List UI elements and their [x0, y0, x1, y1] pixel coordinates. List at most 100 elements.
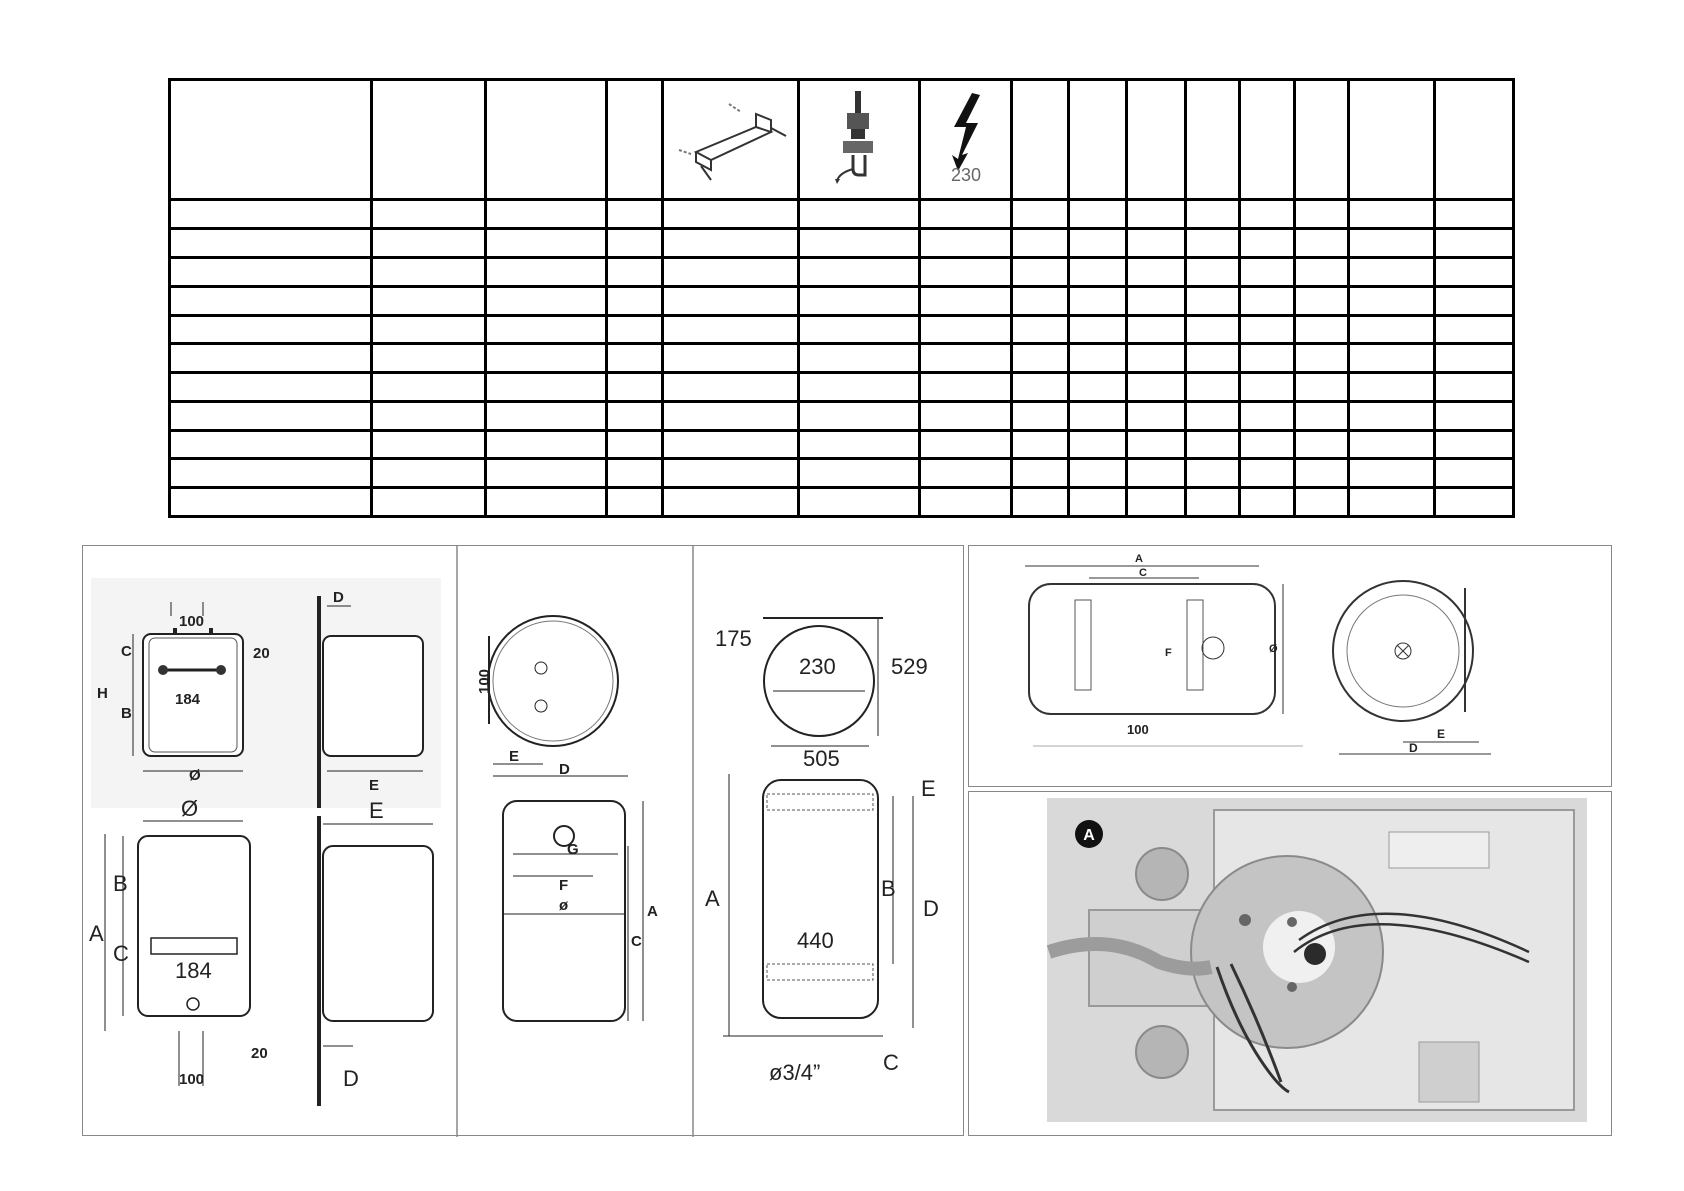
dim-label: H — [97, 685, 108, 702]
table-cell — [1347, 371, 1436, 403]
table-cell — [1067, 284, 1128, 317]
header-cell — [1238, 77, 1296, 202]
header-cell-power: 230 — [918, 77, 1013, 202]
dim-label: E — [369, 777, 379, 794]
table-cell — [1238, 284, 1296, 317]
table-cell — [168, 428, 373, 461]
spec-table: 230 — [168, 77, 1515, 518]
table-cell — [1238, 371, 1296, 403]
table-cell — [1010, 457, 1070, 490]
table-cell — [484, 255, 608, 288]
table-row — [168, 371, 1515, 403]
table-cell — [661, 371, 800, 403]
table-cell — [1433, 255, 1515, 288]
table-cell — [1010, 198, 1070, 231]
table-cell — [1184, 371, 1241, 403]
dim-label: Ø — [181, 796, 198, 821]
table-cell — [1347, 428, 1436, 461]
table-row — [168, 457, 1515, 490]
table-cell — [1238, 198, 1296, 231]
header-cell — [484, 77, 608, 202]
table-cell — [918, 284, 1013, 317]
table-cell — [1010, 428, 1070, 461]
table-cell — [1347, 399, 1436, 432]
dim-label: E — [1437, 727, 1445, 741]
table-cell — [370, 428, 487, 461]
dim-label: 100 — [179, 613, 204, 630]
table-cell — [605, 371, 664, 403]
table-cell — [1125, 342, 1187, 375]
wall-bracket-icon — [678, 103, 786, 181]
table-cell — [1184, 284, 1241, 317]
table-cell — [1293, 198, 1350, 231]
table-cell — [1010, 399, 1070, 432]
dim-label: Ø — [1269, 643, 1278, 655]
table-cell — [1184, 198, 1241, 231]
diagram-panel-horizontal: A C F Ø 100 E D — [968, 545, 1612, 787]
table-cell — [1067, 198, 1128, 231]
table-cell — [1238, 342, 1296, 375]
dim-label: B — [121, 705, 132, 722]
table-row — [168, 313, 1515, 346]
large-heater-top-view: 175 230 529 505 — [715, 617, 928, 771]
table-cell — [484, 371, 608, 403]
table-cell — [797, 227, 921, 259]
table-cell — [1433, 457, 1515, 490]
dim-label: D — [1409, 741, 1418, 755]
table-cell — [1433, 428, 1515, 461]
table-cell — [168, 227, 373, 259]
table-cell — [1067, 486, 1128, 518]
table-header-row: 230 — [168, 77, 1515, 202]
table-cell — [1010, 313, 1070, 346]
table-cell — [168, 313, 373, 346]
wiring-panel: A — [968, 791, 1612, 1136]
dim-label: F — [1165, 647, 1172, 659]
table-cell — [797, 284, 921, 317]
dim-label: D — [923, 896, 939, 921]
table-cell — [1347, 255, 1436, 288]
table-cell — [1010, 486, 1070, 518]
table-cell — [1067, 371, 1128, 403]
header-cell-valve — [797, 77, 921, 202]
horizontal-heater-side-view: E D — [1332, 580, 1491, 755]
table-cell — [1347, 284, 1436, 317]
table-cell — [918, 371, 1013, 403]
table-cell — [1347, 313, 1436, 346]
table-cell — [797, 486, 921, 518]
table-cell — [168, 486, 373, 518]
table-cell — [484, 428, 608, 461]
table-row — [168, 198, 1515, 231]
table-cell — [797, 255, 921, 288]
table-cell — [168, 284, 373, 317]
table-cell — [1184, 342, 1241, 375]
table-cell — [1293, 284, 1350, 317]
table-cell — [1184, 313, 1241, 346]
table-cell — [918, 486, 1013, 518]
diagram-horizontal-set: A C F Ø 100 E D — [1025, 553, 1491, 755]
dim-label: D — [343, 1066, 359, 1091]
dim-label: 100 — [476, 669, 493, 694]
table-cell — [1125, 428, 1187, 461]
table-cell — [1293, 227, 1350, 259]
table-cell — [1184, 399, 1241, 432]
table-cell — [605, 428, 664, 461]
dim-label: B — [113, 871, 128, 896]
dim-label: D — [333, 589, 344, 606]
table-cell — [661, 284, 800, 317]
header-cell — [1433, 77, 1515, 202]
table-cell — [1238, 486, 1296, 518]
table-row — [168, 342, 1515, 375]
dim-label: B — [881, 876, 896, 901]
large-heater-front-view: E A B D 440 C ø3/4” — [705, 774, 939, 1085]
table-cell — [1184, 255, 1241, 288]
dim-label: ø — [559, 897, 569, 914]
dim-label: 100 — [179, 1071, 204, 1088]
dim-label: E — [369, 798, 384, 823]
table-cell — [1347, 457, 1436, 490]
header-cell — [1347, 77, 1436, 202]
dim-label: 175 — [715, 626, 752, 651]
table-cell — [1347, 342, 1436, 375]
table-cell — [1010, 371, 1070, 403]
table-cell — [1067, 255, 1128, 288]
table-cell — [1125, 227, 1187, 259]
